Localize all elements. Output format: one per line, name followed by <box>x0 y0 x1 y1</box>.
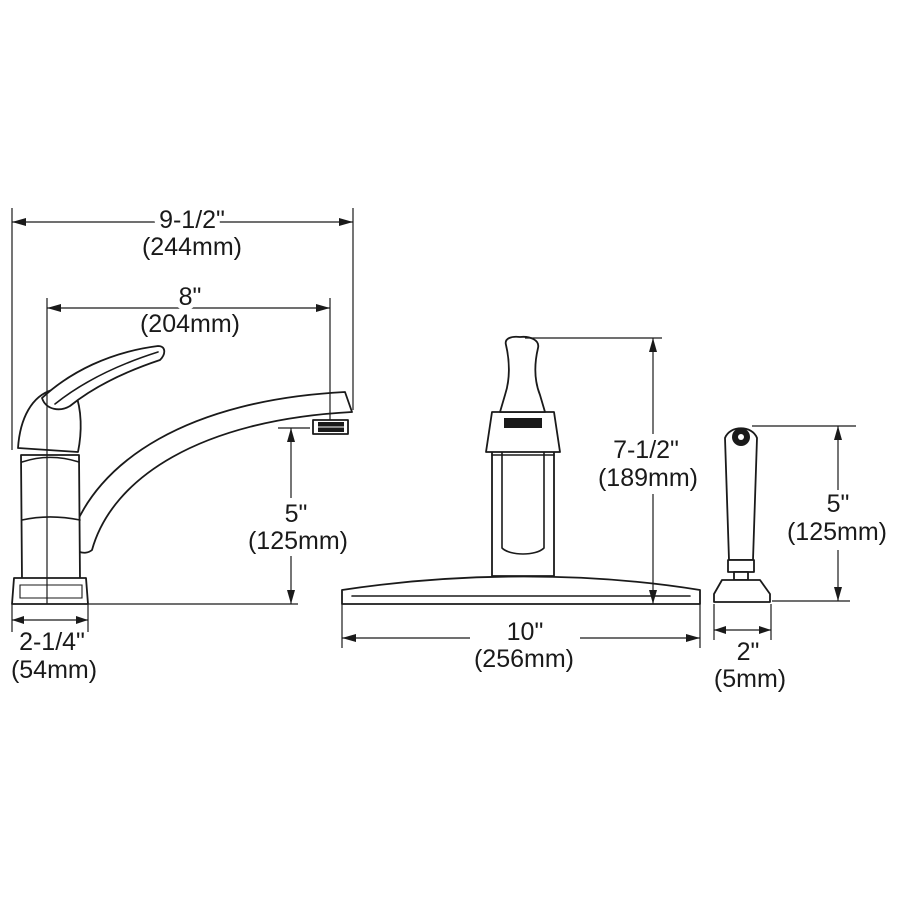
spout-height-imperial: 5" <box>285 500 308 528</box>
base-width-metric: (54mm) <box>11 656 97 684</box>
spout-reach-imperial: 8" <box>179 283 202 311</box>
dim-spout-reach: 8" (204mm) <box>46 278 331 604</box>
faucet-front-view <box>341 335 701 605</box>
spray-base-imperial: 2" <box>737 638 760 666</box>
front-handle <box>499 335 546 413</box>
spray-head <box>724 427 758 561</box>
dim-overall-height: 7-1/2" (189mm) <box>525 337 698 604</box>
faucet-base <box>11 577 89 605</box>
spray-height-imperial: 5" <box>827 490 850 518</box>
overall-height-metric: (189mm) <box>598 464 698 492</box>
spray-height-metric: (125mm) <box>787 518 887 546</box>
overall-reach-metric: (244mm) <box>142 233 242 261</box>
spray-collar <box>727 559 755 573</box>
spout-side <box>69 391 353 554</box>
spout-reach-metric: (204mm) <box>140 310 240 338</box>
spray-base-metric: (5mm) <box>714 665 786 693</box>
deck-plate <box>341 575 701 605</box>
deck-width-imperial: 10" <box>507 618 544 646</box>
base-width-imperial: 2-1/4" <box>19 628 85 656</box>
lever-handle <box>41 345 166 411</box>
faucet-side-view <box>11 345 353 605</box>
dim-spray-base: 2" (5mm) <box>713 604 786 693</box>
overall-reach-imperial: 9-1/2" <box>159 206 225 234</box>
dim-base-width: 2-1/4" (54mm) <box>11 604 97 684</box>
spray-base <box>713 579 771 603</box>
dim-overall-reach: 9-1/2" (244mm) <box>11 201 354 450</box>
spout-height-metric: (125mm) <box>248 527 348 555</box>
side-spray <box>713 427 771 603</box>
deck-width-metric: (256mm) <box>474 645 574 673</box>
dim-deck-width: 10" (256mm) <box>341 604 701 673</box>
dim-spray-height: 5" (125mm) <box>752 425 887 602</box>
dim-spout-height: 5" (125mm) <box>88 427 348 605</box>
overall-height-imperial: 7-1/2" <box>613 436 679 464</box>
